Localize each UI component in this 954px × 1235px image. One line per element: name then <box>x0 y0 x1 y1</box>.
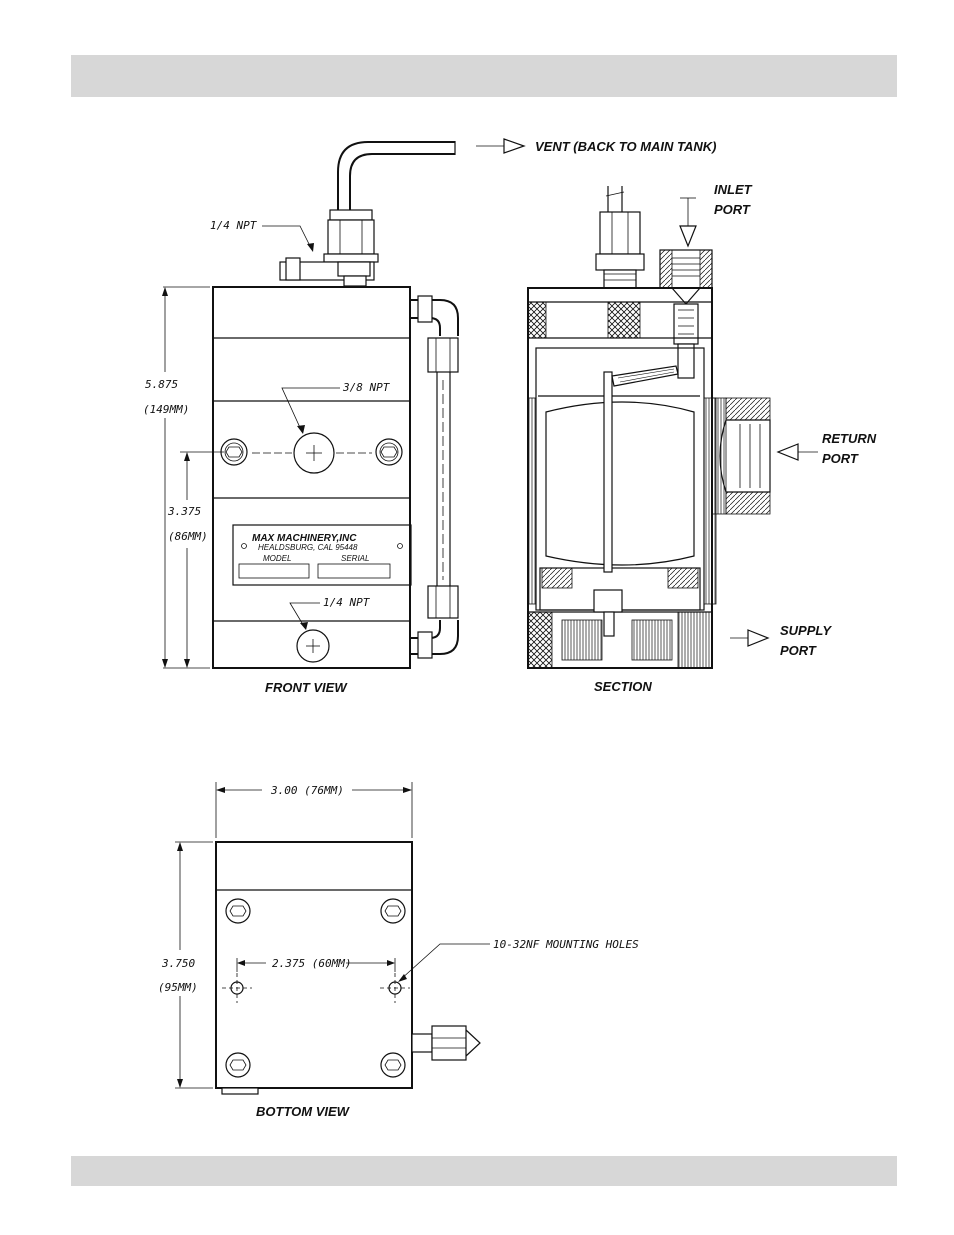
supply-arrow <box>730 629 770 647</box>
label-mounting-holes: 10-32NF MOUNTING HOLES <box>493 938 639 951</box>
bottom-body <box>215 841 413 1089</box>
dim-bottom-height <box>175 841 213 1089</box>
bottom-side-fitting <box>411 1025 481 1061</box>
dim-width-label: 3.00 (76MM) <box>270 784 344 797</box>
label-inlet-2: PORT <box>714 202 751 217</box>
caption-bottom-view: BOTTOM VIEW <box>256 1104 351 1119</box>
label-npt-top: 1/4 NPT <box>210 219 258 232</box>
bottom-bolt-tr <box>380 898 406 924</box>
nameplate-company: MAX MACHINERY,INC <box>252 533 357 544</box>
bottom-bolt-tl <box>225 898 251 924</box>
dim-hole-spacing <box>236 958 396 972</box>
port-1-4-npt-bottom <box>296 629 330 663</box>
label-supply-2: PORT <box>780 643 817 658</box>
label-inlet-1: INLET <box>714 182 753 197</box>
nameplate-serial-label: SERIAL <box>341 554 369 563</box>
header-bar <box>71 55 897 97</box>
nameplate: MAX MACHINERY,INC HEALDSBURG, CAL 95448 … <box>232 524 412 586</box>
dim-height-total-mm: (149MM) <box>143 403 189 416</box>
caption-front-view: FRONT VIEW <box>265 680 348 695</box>
nameplate-address: HEALDSBURG, CAL 95448 <box>258 543 358 552</box>
vent-fitting <box>279 209 379 287</box>
caption-section: SECTION <box>594 679 652 694</box>
footer-bar <box>71 1156 897 1186</box>
port-3-8-npt <box>252 432 372 474</box>
vent-arrow: VENT (BACK TO MAIN TANK) <box>476 138 717 154</box>
section-view: INLET PORT RETURN PORT SUPPLY PORT SECTI… <box>527 182 877 694</box>
dim-height-partial-mm: (86MM) <box>168 530 208 543</box>
label-supply-1: SUPPLY <box>780 623 832 638</box>
bottom-view: 3.00 (76MM) 2.375 (60MM) 3.750 (95MM) 10… <box>158 782 639 1119</box>
return-arrow <box>776 443 818 461</box>
dim-hole-spacing-label: 2.375 (60MM) <box>272 957 351 970</box>
dim-width <box>215 782 413 838</box>
mounting-hole-left <box>222 973 252 1003</box>
vent-tube <box>337 141 455 216</box>
label-vent: VENT (BACK TO MAIN TANK) <box>535 139 717 154</box>
dim-height-partial: 3.375 <box>167 505 201 518</box>
sight-glass <box>410 295 459 659</box>
label-npt-bottom: 1/4 NPT <box>323 596 371 609</box>
bottom-bolt-br <box>380 1052 406 1078</box>
front-view: MAX MACHINERY,INC HEALDSBURG, CAL 95448 … <box>143 141 459 695</box>
label-return-1: RETURN <box>822 431 877 446</box>
label-return-2: PORT <box>822 451 859 466</box>
bottom-bolt-bl <box>225 1052 251 1078</box>
inlet-arrow <box>679 197 697 248</box>
label-npt-mid: 3/8 NPT <box>342 381 391 394</box>
dim-partial-height <box>180 451 224 668</box>
mounting-hole-right <box>380 973 410 1003</box>
dim-bottom-height-mm: (95MM) <box>158 981 198 994</box>
dim-height-total: 5.875 <box>145 378 178 391</box>
nameplate-model-label: MODEL <box>263 554 291 563</box>
dim-total-height <box>162 286 210 669</box>
front-body <box>212 286 411 669</box>
bolt-left <box>220 438 248 466</box>
dim-bottom-height-label: 3.750 <box>161 957 195 970</box>
bolt-right <box>375 438 403 466</box>
